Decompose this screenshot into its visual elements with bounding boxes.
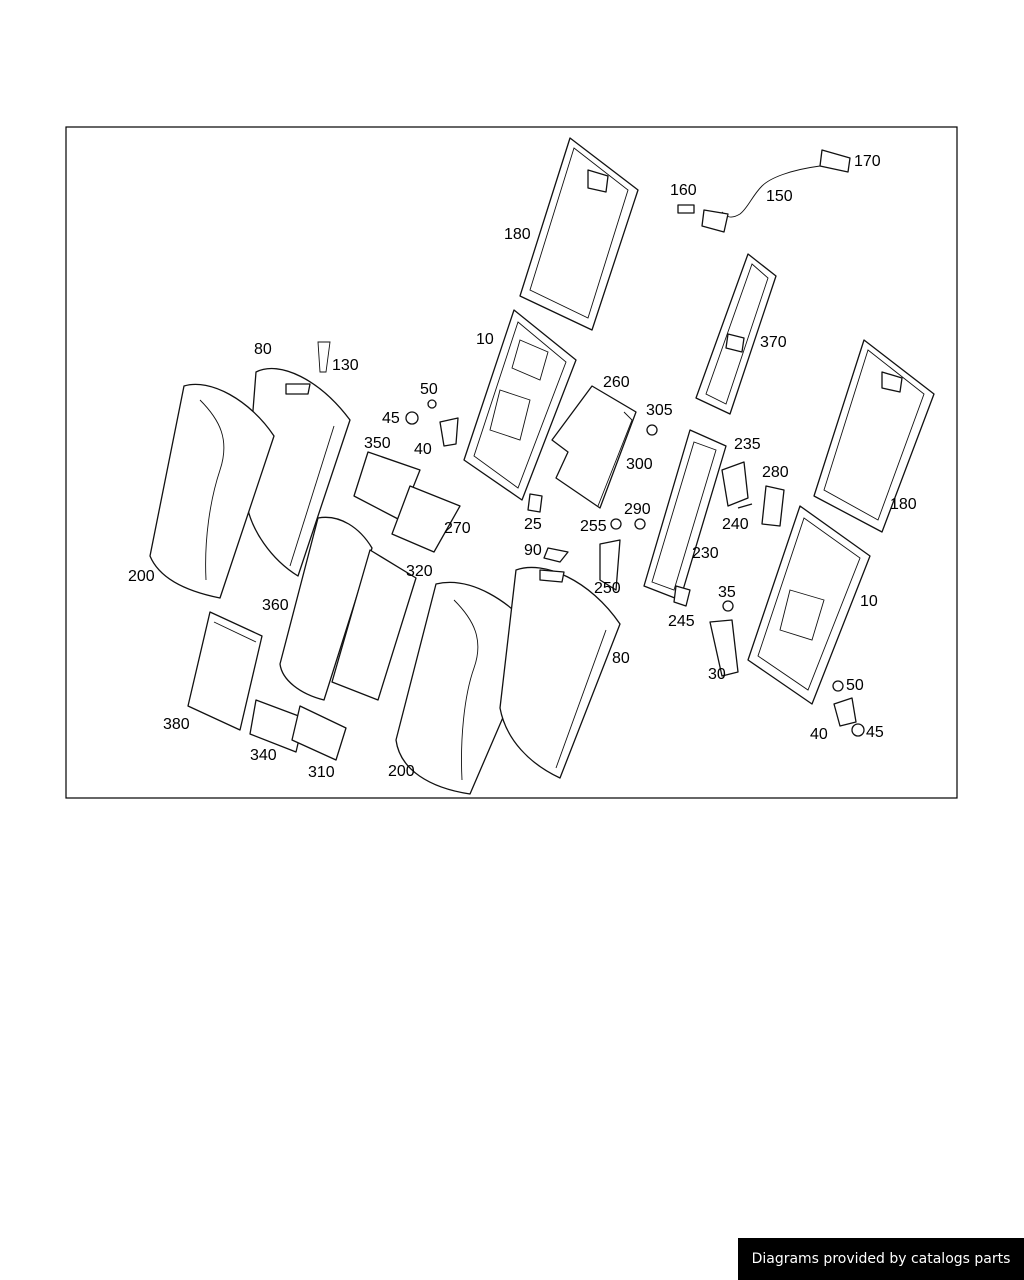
rear-panel-180-right [813,339,935,533]
callout-label: 45 [382,410,400,427]
backrest-frame-10-right [747,505,871,705]
callout-label: 180 [504,226,531,243]
callout-label: 45 [866,724,884,741]
callout-label: 280 [762,464,789,481]
callout-label: 230 [692,545,719,562]
cover-310 [291,705,347,761]
callout-label: 35 [718,584,736,601]
backrest-cover-80-left [245,367,351,577]
center-frame-230 [643,429,727,601]
sensor-cable-assembly [677,149,851,233]
callout-label: 10 [476,331,494,348]
hardware-parts [317,341,865,737]
callout-label: 50 [846,677,864,694]
callout-label: 80 [612,650,630,667]
callout-label: 290 [624,501,651,518]
callout-label: 360 [262,597,289,614]
seat-cushion-200-left [149,383,275,599]
credit-banner: Diagrams provided by catalogs parts [738,1238,1024,1280]
callout-label: 340 [250,747,277,764]
backrest-frame-10-center [463,309,577,501]
shell-panel-300 [551,385,637,509]
callout-label: 130 [332,357,359,374]
armrest-380 [187,611,263,731]
callout-label: 380 [163,716,190,733]
callout-label: 40 [810,726,828,743]
callout-label: 200 [388,763,415,780]
rear-panel-180-left [519,137,639,331]
callout-label: 245 [668,613,695,630]
callout-label: 300 [626,456,653,473]
callout-label: 90 [524,542,542,559]
callout-label: 250 [594,580,621,597]
callout-label: 370 [760,334,787,351]
callout-label: 25 [524,516,542,533]
callout-label: 310 [308,764,335,781]
trim-360-320 [279,516,417,701]
center-panel-370 [695,253,777,415]
callout-label: 80 [254,341,272,358]
callout-label: 50 [420,381,438,398]
callout-label: 255 [580,518,607,535]
callout-label: 240 [722,516,749,533]
callout-label: 40 [414,441,432,458]
callout-label: 350 [364,435,391,452]
backrest-cover-80-center [499,566,621,779]
callout-label: 200 [128,568,155,585]
callout-label: 260 [603,374,630,391]
callout-label: 150 [766,188,793,205]
callout-label: 30 [708,666,726,683]
callout-label: 160 [670,182,697,199]
callout-label: 180 [890,496,917,513]
trim-350-270 [353,451,461,553]
diagram-frame [65,126,958,799]
callout-label: 270 [444,520,471,537]
callout-label: 10 [860,593,878,610]
callout-label: 170 [854,153,881,170]
cover-340 [249,699,305,753]
callout-labels: 180 160 170 150 10 80 130 370 50 45 40 2… [128,153,917,781]
callout-label: 320 [406,563,433,580]
callout-label: 305 [646,402,673,419]
callout-label: 235 [734,436,761,453]
